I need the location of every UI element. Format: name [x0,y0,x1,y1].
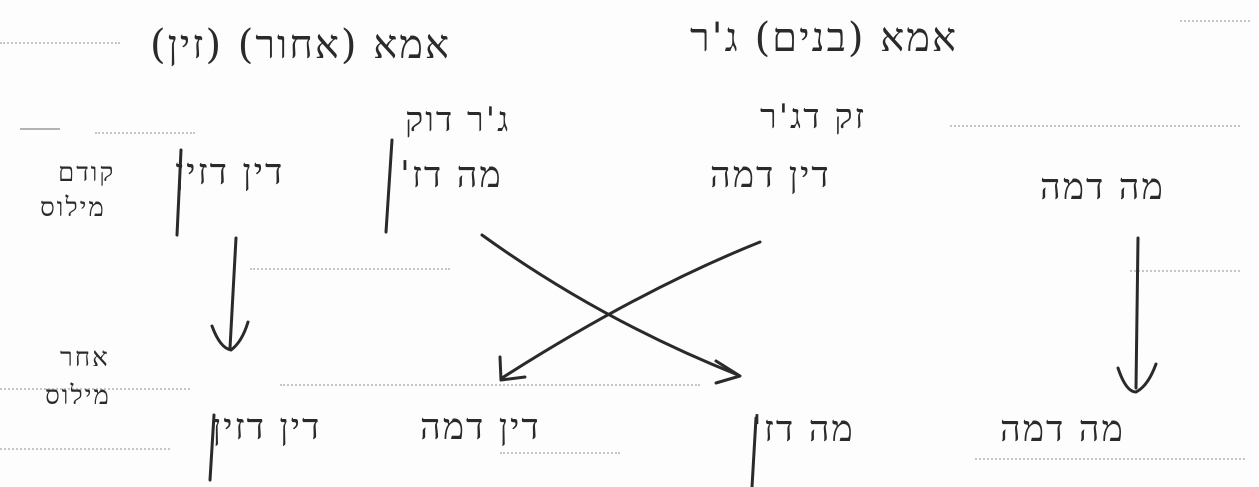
before-label-line-2: מילוס [40,193,106,223]
cross-arrow-to-left-head [498,355,527,382]
cross-arrow-to-right [480,233,740,377]
vertical-stroke [384,138,394,234]
top-left-sub-term: מה דז' [400,155,503,196]
guide-line [0,42,120,44]
guide-line [0,388,190,390]
right-heading: אמא (בנים) ג'ר [690,15,958,61]
guide-line [250,268,450,270]
guide-line [1180,20,1250,22]
vertical-stroke [208,413,216,482]
after-label-line-1: אחר [60,343,110,373]
left-heading: אמא (אחור) (זין) [150,22,451,68]
down-arrow-left [228,236,238,350]
bottom-term-2: דין דמה [420,407,541,448]
vertical-stroke [175,148,183,237]
down-arrow-left-head [210,320,250,352]
vertical-stroke [750,416,758,487]
bottom-term-1: דין דזין [212,407,322,448]
guide-line [20,128,60,130]
guide-line [280,384,700,386]
guide-line [950,125,1240,127]
cross-arrow-to-right-head [714,359,742,385]
left-subline-1: ג'ר דוק [405,100,511,140]
down-arrow-right [1134,236,1140,390]
top-left-term: דין דזין [175,152,285,193]
down-arrow-right-head [1116,362,1158,394]
top-right-term: מה דמה [1040,167,1165,208]
after-label-line-2: מילוס [45,381,111,411]
bottom-term-4: מה דמה [1000,409,1125,450]
guide-line [95,132,195,134]
top-center-term: דין דמה [710,155,831,196]
cross-arrow-to-left [500,240,762,380]
bottom-term-3: מה דז' [752,409,855,450]
right-subline-1: זק דג'ר [760,97,867,137]
guide-line [0,448,170,450]
guide-line [500,452,620,454]
before-label-line-1: קודם [58,158,116,188]
guide-line [1130,270,1240,272]
guide-line [975,458,1245,460]
